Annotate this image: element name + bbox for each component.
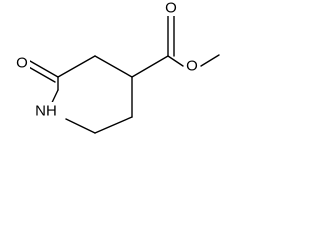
bond-c5-c6 bbox=[94, 116, 133, 134]
bond-c6-n1 bbox=[65, 118, 96, 134]
atom-label-carbonyl-oxygen: O bbox=[165, 0, 177, 17]
bond-c2-c3 bbox=[57, 55, 96, 78]
bond-c4-cester bbox=[131, 55, 169, 78]
bond-cester-o-ether bbox=[167, 55, 184, 67]
atom-label-lactam-oxygen: O bbox=[16, 55, 28, 72]
atom-label-nitrogen: NH bbox=[35, 103, 57, 120]
bond-c2-o-a bbox=[29, 60, 59, 78]
bond-o-methyl bbox=[200, 54, 220, 67]
bond-c3-c4 bbox=[94, 55, 133, 78]
atom-label-ether-oxygen: O bbox=[186, 58, 198, 75]
structure-diagram: O NH O O bbox=[0, 0, 220, 134]
bond-c2-o-b bbox=[26, 65, 56, 83]
molecule-drawing: O NH O O bbox=[14, 0, 220, 134]
